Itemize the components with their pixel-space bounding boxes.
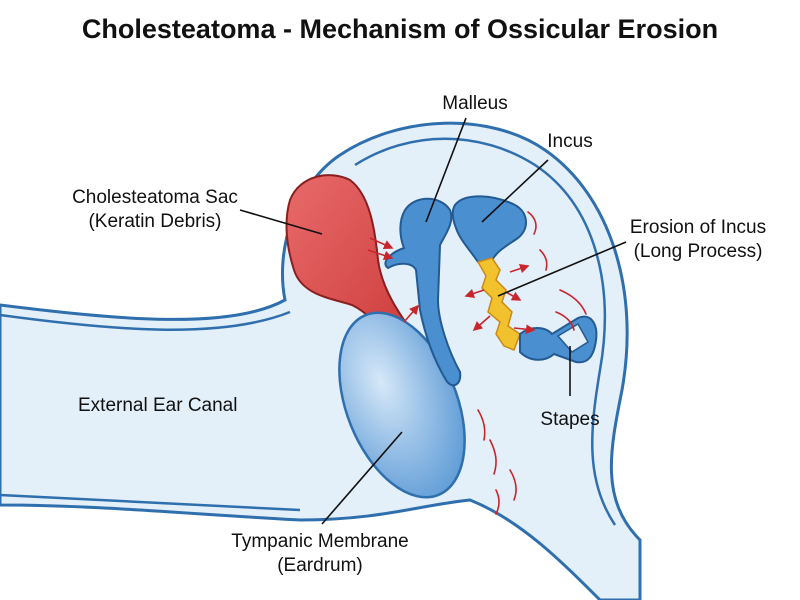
erosion-label-line2: (Long Process) <box>633 241 763 262</box>
inflammation-marks <box>477 211 587 515</box>
ear-canal-lower-wall <box>0 493 301 512</box>
eroded-long-process <box>476 257 521 351</box>
malleus-label-text: Malleus <box>442 93 508 114</box>
ear-canal-upper-wall <box>0 310 291 331</box>
incus-label-text: Incus <box>547 131 593 152</box>
ear-canal-label-text: External Ear Canal <box>78 395 238 416</box>
tympanic-label-line2: (Eardrum) <box>277 555 363 576</box>
tympanic-label-line1: Tympanic Membrane <box>231 531 409 552</box>
diagram-title: Cholesteatoma - Mechanism of Ossicular E… <box>81 14 719 44</box>
stapes-arch <box>556 322 590 353</box>
label-ear-canal: External Ear Canal <box>78 394 237 418</box>
cholesteatoma-leader <box>239 209 323 235</box>
label-cholesteatoma: Cholesteatoma Sac (Keratin Debris) <box>60 186 250 234</box>
pressure-arrows <box>367 237 536 334</box>
incus-leader <box>481 159 549 223</box>
malleus-leader <box>425 117 467 223</box>
inner-wall <box>354 137 617 526</box>
erosion-label-line1: Erosion of Incus <box>629 217 767 238</box>
cholesteatoma-label-line2: (Keratin Debris) <box>88 211 222 232</box>
label-stapes: Stapes <box>530 408 610 432</box>
incus-bone <box>451 195 527 264</box>
tympanic-leader <box>321 431 403 525</box>
erosion-leader <box>497 241 627 297</box>
label-erosion: Erosion of Incus (Long Process) <box>618 216 778 264</box>
label-tympanic: Tympanic Membrane (Eardrum) <box>210 530 430 578</box>
cholesteatoma-label-line1: Cholesteatoma Sac <box>72 187 238 208</box>
stapes-label-text: Stapes <box>540 409 600 430</box>
label-malleus: Malleus <box>430 92 520 116</box>
label-incus: Incus <box>530 130 610 154</box>
